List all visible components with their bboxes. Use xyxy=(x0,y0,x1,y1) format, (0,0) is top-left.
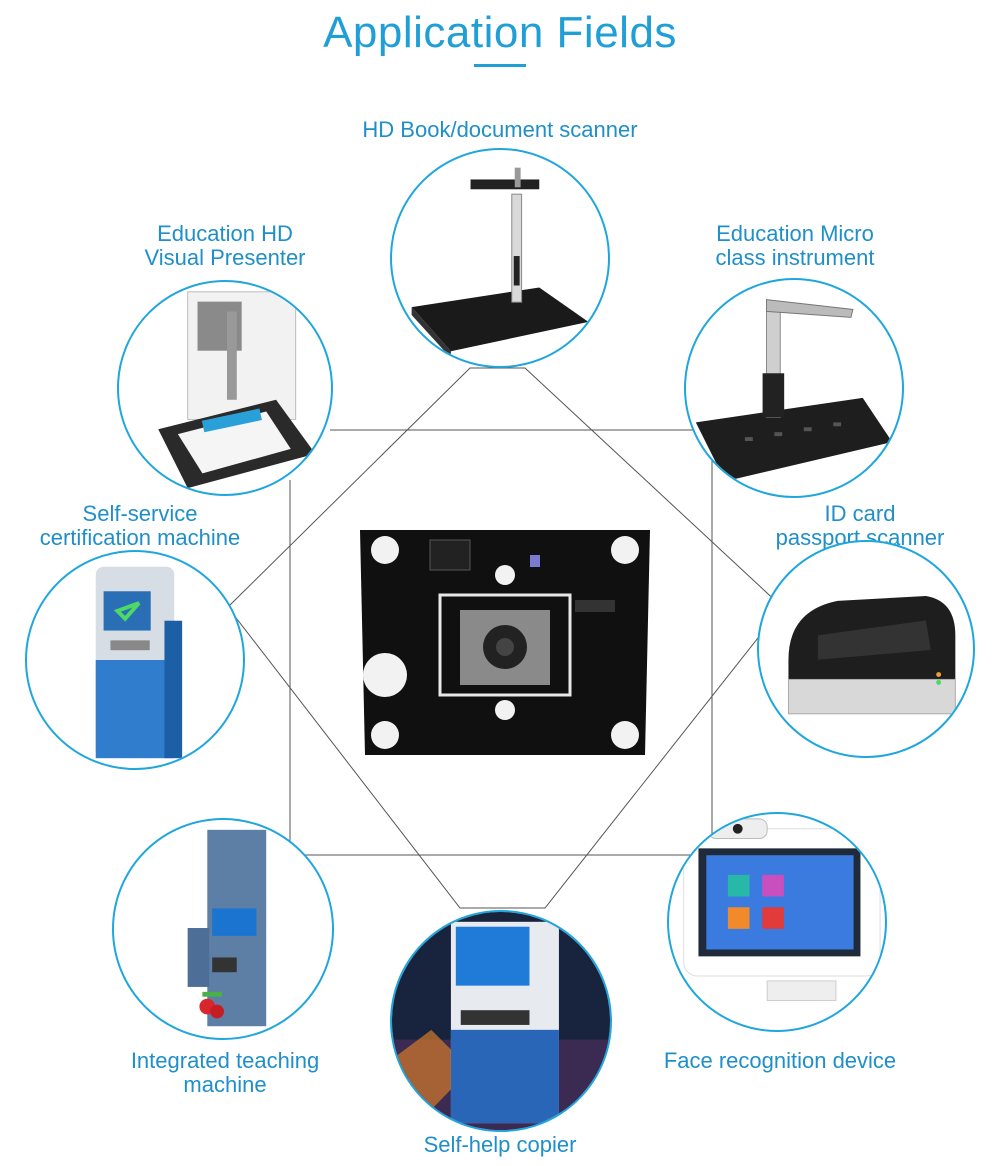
label-face-recognition: Face recognition device xyxy=(663,1048,897,1073)
camera-module-pcb xyxy=(355,525,655,760)
page-title: Application Fields xyxy=(323,8,677,57)
passport-scanner-image xyxy=(757,540,975,758)
copier-image xyxy=(390,910,612,1132)
label-copier: Self-help copier xyxy=(423,1132,577,1157)
book-scanner-image xyxy=(390,148,610,368)
kiosk-image xyxy=(25,550,245,770)
face-recognition-image xyxy=(667,812,887,1032)
micro-class-instrument-image xyxy=(684,278,904,498)
visual-presenter-image xyxy=(117,280,333,496)
label-book-scanner: HD Book/document scanner xyxy=(362,117,638,142)
teaching-machine-image xyxy=(112,818,334,1040)
title-underline xyxy=(474,64,526,67)
